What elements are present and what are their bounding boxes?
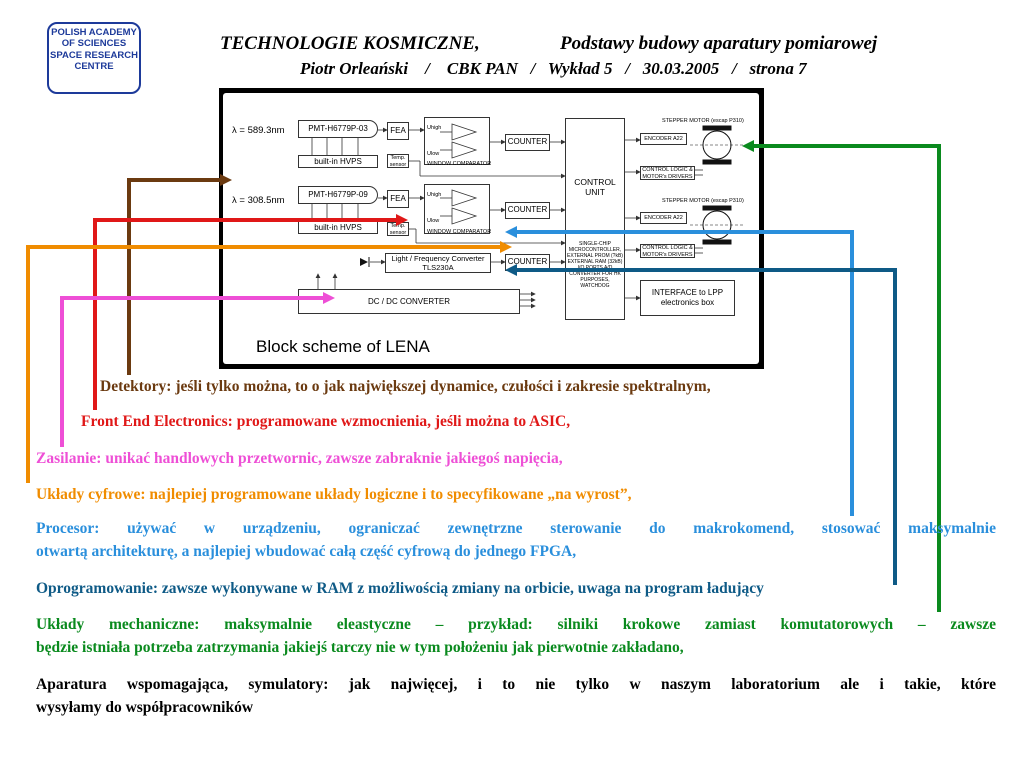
pas-src-logo: POLISH ACADEMY OF SCIENCES SPACE RESEARC… — [47, 22, 141, 94]
control-unit-label: CONTROL UNIT — [574, 177, 616, 197]
paragraph-mechanics-line2: będzie istniała potrzeba zatrzymania jak… — [36, 639, 684, 656]
lecture-subtitle: Piotr Orleański / CBK PAN / Wykład 5 / 3… — [300, 59, 807, 78]
paragraph-front-end: Front End Electronics: programowane wzmo… — [81, 413, 571, 430]
window-comparator1-label: WINDOW COMPARATOR — [427, 161, 492, 167]
paragraph-support-line1: Aparatura wspomagająca, symulatory: jak … — [36, 676, 996, 693]
u-low2-label: Ulow — [427, 218, 440, 224]
paragraph-mechanics-line1: Układy mechaniczne: maksymalnie eleastyc… — [36, 616, 996, 633]
paragraph-software: Oprogramowanie: zawsze wykonywane w RAM … — [36, 580, 764, 597]
hvps1-box: built-in HVPS — [298, 155, 378, 168]
paragraph-processor-line1: Procesor: używać w urządzeniu, ogranicza… — [36, 520, 996, 537]
light-frequency-converter-box: Light / Frequency Converter TLS230A — [385, 253, 491, 273]
paragraph-power: Zasilanie: unikać handlowych przetwornic… — [36, 450, 563, 467]
window-comparator2-label: WINDOW COMPARATOR — [427, 229, 492, 235]
course-title: TECHNOLOGIE KOSMICZNE, — [220, 33, 480, 54]
u-high2-label: Uhigh — [427, 192, 442, 198]
photodiode-icon — [360, 257, 370, 267]
logo-line2: SPACE RESEARCH CENTRE — [50, 50, 138, 72]
paragraph-detectors: Detektory: jeśli tylko można, to o jak n… — [100, 378, 711, 395]
paragraph-processor-line2: otwartą architekturę, a najlepiej wbudow… — [36, 543, 577, 560]
control-logic2-box: CONTROL LOGIC & MOTOR's DRIVERS — [640, 244, 695, 258]
pmt1-box: PMT-H6779P-03 — [298, 120, 378, 138]
window-comparator2-box — [424, 184, 490, 234]
lecture-title: Podstawy budowy aparatury pomiarowej — [560, 33, 878, 54]
diagram-caption: Block scheme of LENA — [256, 337, 430, 356]
dcdc-converter-box: DC / DC CONVERTER — [298, 289, 520, 314]
paragraph-digital: Układy cyfrowe: najlepiej programowane u… — [36, 486, 632, 503]
control-unit-box: CONTROL UNIT SINGLE-CHIP MICROCONTROLLER… — [565, 118, 625, 320]
interface-box: INTERFACE to LPP electronics box — [640, 280, 735, 316]
u-low1-label: Ulow — [427, 151, 440, 157]
stepper1-label: STEPPER MOTOR (escap P310) — [662, 118, 744, 124]
lambda1-label: λ = 589.3nm — [232, 125, 285, 136]
u-high1-label: Uhigh — [427, 125, 442, 131]
lambda2-label: λ = 308.5nm — [232, 195, 285, 206]
stepper2-label: STEPPER MOTOR (escap P310) — [662, 198, 744, 204]
window-comparator1-box — [424, 117, 490, 165]
control-logic1-box: CONTROL LOGIC & MOTOR's DRIVERS — [640, 166, 695, 180]
paragraph-support-line2: wysyłamy do współpracowników — [36, 699, 254, 716]
logo-line1: POLISH ACADEMY OF SCIENCES — [51, 27, 137, 49]
counter2-box: COUNTER — [505, 202, 550, 219]
encoder2-box: ENCODER A22 — [640, 212, 687, 224]
temp-sensor1-box: Temp. sensor — [387, 154, 409, 168]
pmt2-box: PMT-H6779P-09 — [298, 186, 378, 204]
